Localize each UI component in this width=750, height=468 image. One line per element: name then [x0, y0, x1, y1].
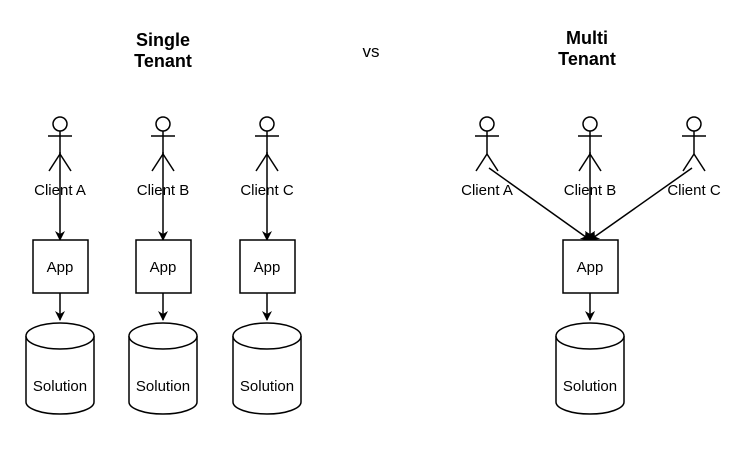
vs-label: vs — [363, 42, 380, 61]
single-solution-a-database: Solution — [25, 322, 95, 415]
solution-label: Solution — [240, 378, 294, 395]
multi-client-a-actor: Client A — [461, 116, 513, 199]
multi-client-c-actor: Client C — [667, 116, 721, 199]
solution-label: Solution — [33, 378, 87, 395]
actor-icon — [255, 116, 279, 172]
actor-icon — [682, 116, 706, 172]
actor-icon — [578, 116, 602, 172]
single-solution-b-database: Solution — [128, 322, 198, 415]
client-label: Client A — [461, 182, 513, 199]
actor-icon — [151, 116, 175, 172]
arrow-multi-client-c-to-app — [589, 167, 693, 241]
app-label: App — [577, 259, 604, 276]
multi-tenant-title-line2: Tenant — [558, 49, 616, 69]
multi-tenant-title-line1: Multi — [566, 28, 608, 48]
single-tenant-title-line1: Single — [136, 30, 190, 50]
single-tenant-title-line2: Tenant — [134, 51, 192, 71]
app-label: App — [150, 259, 177, 276]
solution-label: Solution — [136, 378, 190, 395]
actor-icon — [48, 116, 72, 172]
solution-label: Solution — [563, 378, 617, 395]
client-label: Client C — [667, 182, 721, 199]
app-label: App — [254, 259, 281, 276]
actor-icon — [475, 116, 499, 172]
app-label: App — [47, 259, 74, 276]
single-app-b-box — [135, 239, 192, 294]
single-solution-c-database: Solution — [232, 322, 302, 415]
single-app-a-box — [32, 239, 89, 294]
arrow-multi-client-a-to-app — [488, 167, 591, 241]
multi-solution-database: Solution — [555, 322, 625, 415]
